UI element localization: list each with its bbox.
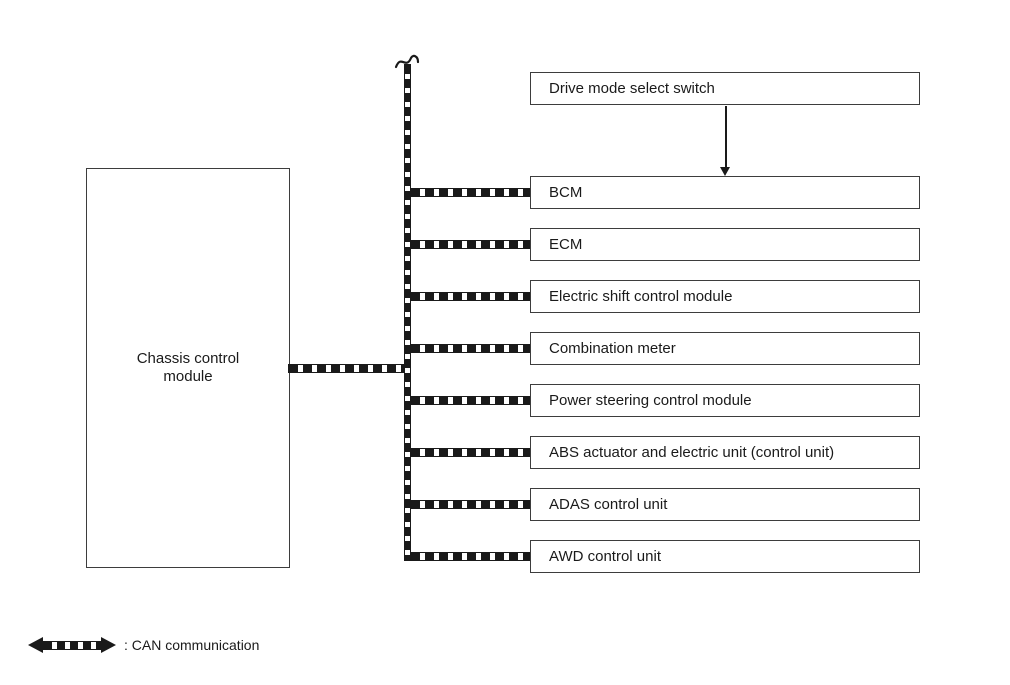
legend-label: : CAN communication: [124, 637, 260, 653]
can-branch-power-steering: [410, 396, 530, 405]
can-branch-combination-meter: [410, 344, 530, 353]
adas-control-unit-box: ADAS control unit: [530, 488, 920, 521]
abs-actuator-box: ABS actuator and electric unit (control …: [530, 436, 920, 469]
can-arrow-left-icon: [28, 637, 43, 653]
electric-shift-control-module-box: Electric shift control module: [530, 280, 920, 313]
drive-mode-select-switch-label: Drive mode select switch: [549, 80, 715, 97]
can-branch-bcm: [410, 188, 530, 197]
can-branch-electric-shift: [410, 292, 530, 301]
power-steering-control-module-label: Power steering control module: [549, 392, 752, 409]
electric-shift-control-module-label: Electric shift control module: [549, 288, 733, 305]
can-branch-abs: [410, 448, 530, 457]
adas-control-unit-label: ADAS control unit: [549, 496, 668, 513]
legend: : CAN communication: [28, 637, 259, 653]
combination-meter-box: Combination meter: [530, 332, 920, 365]
abs-actuator-label: ABS actuator and electric unit (control …: [549, 444, 835, 461]
drive-switch-to-bcm-line: [725, 106, 727, 167]
awd-control-unit-box: AWD control unit: [530, 540, 920, 573]
ecm-box: ECM: [530, 228, 920, 261]
bcm-box: BCM: [530, 176, 920, 209]
can-branch-awd: [410, 552, 530, 561]
can-dashed-line-icon: [43, 640, 101, 650]
drive-mode-select-switch-box: Drive mode select switch: [530, 72, 920, 105]
line-break-icon: [394, 54, 420, 69]
can-branch-adas: [410, 500, 530, 509]
awd-control-unit-label: AWD control unit: [549, 548, 661, 565]
bcm-label: BCM: [549, 184, 583, 201]
power-steering-control-module-box: Power steering control module: [530, 384, 920, 417]
chassis-control-module-box: Chassis control module: [86, 168, 290, 568]
ecm-label: ECM: [549, 236, 583, 253]
chassis-control-module-label: Chassis control module: [136, 350, 240, 385]
can-arrow-right-icon: [101, 637, 116, 653]
can-line-chassis: [288, 364, 406, 373]
can-bus-vertical: [404, 64, 411, 561]
down-arrow-icon: [720, 167, 730, 176]
can-branch-ecm: [410, 240, 530, 249]
combination-meter-label: Combination meter: [549, 340, 676, 357]
